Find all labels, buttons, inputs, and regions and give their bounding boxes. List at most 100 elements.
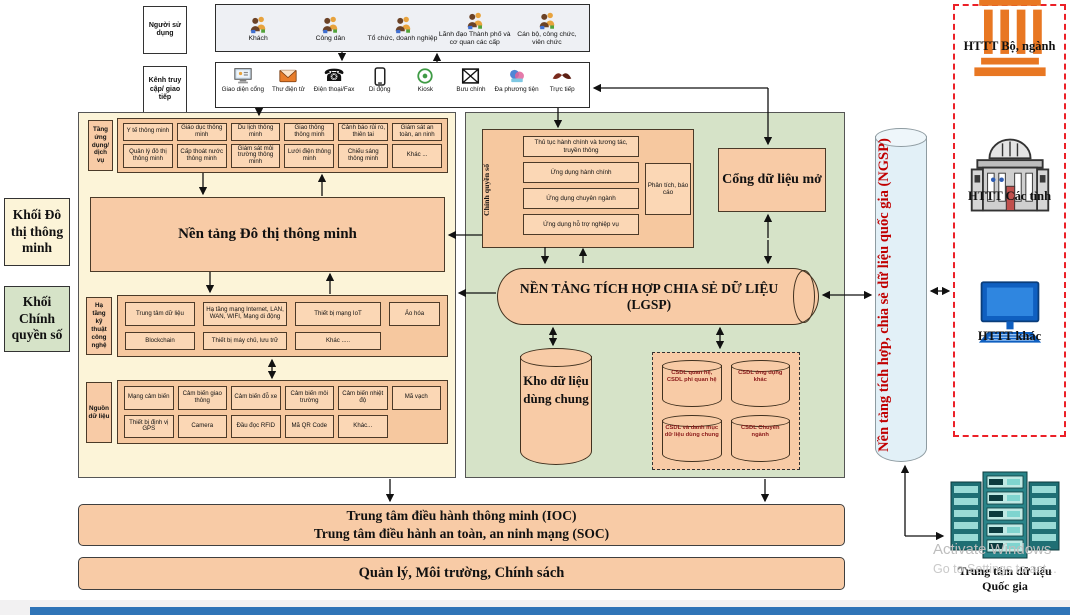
server-rack-icon — [949, 470, 1061, 562]
warehouse-label: Kho dữ liệu dùng chung — [523, 373, 589, 406]
external-system-item: HTTT Bộ, ngành — [955, 0, 1064, 77]
policy-line: Quản lý, Môi trường, Chính sách — [358, 565, 565, 581]
shared-data-warehouse-cylinder: Kho dữ liệu dùng chung — [520, 348, 592, 465]
cylinder-body — [875, 136, 927, 462]
gov-app-box: Ứng dụng hành chính — [523, 162, 639, 183]
user-group-item: Công dân — [294, 14, 366, 43]
open-data-portal-box: Cổng dữ liệu mở — [718, 148, 826, 212]
data-source-box: Cảm biến giao thông — [177, 386, 227, 410]
data-layer-label: Nguồn dữ liệu — [86, 382, 112, 443]
user-group-item: Tổ chức, doanh nghiệp — [366, 14, 438, 43]
app-layer-label: Tầng ứng dụng/ dịch vụ — [88, 120, 113, 171]
data-source-box: Đầu đọc RFID — [231, 414, 281, 438]
cylinder-top — [730, 415, 790, 427]
bank-icon — [971, 0, 1049, 77]
watermark-line2: Go to Settings to act... — [933, 562, 1057, 576]
app-service-box: Chiếu sáng thông minh — [338, 143, 389, 168]
lgsp-cylinder: NỀN TẢNG TÍCH HỢP CHIA SẺ DỮ LIỆU (LGSP) — [497, 268, 819, 325]
csdl-cylinder: CSDL ứng dụng khác — [730, 360, 790, 407]
bottom-blue-strip — [30, 607, 1070, 615]
data-source-box: Khác... — [338, 414, 388, 438]
people-group-icon — [392, 14, 414, 34]
channels-rail-label: Kênh truy cập/ giao tiếp — [143, 66, 187, 114]
digital-gov-apps: Thủ tục hành chính và tương tác, truyền … — [523, 136, 639, 235]
cylinder-body — [662, 365, 722, 407]
channel-label: Thư điện tử — [271, 86, 305, 93]
channel-label: Giao diện cổng — [221, 86, 264, 93]
channel-item: Di động — [357, 66, 403, 94]
gov-app-box: Ứng dụng hỗ trợ nghiệp vụ — [523, 214, 639, 235]
csdl-cylinder: CSDL và danh mục dữ liệu dùng chung — [662, 415, 722, 462]
data-source-box: Cảm biến môi trường — [284, 386, 334, 410]
channel-item: Kiosk — [403, 66, 449, 94]
policy-bar: Quản lý, Môi trường, Chính sách — [78, 557, 845, 590]
channel-label: Điện thoại/Fax — [313, 86, 355, 93]
ioc-line: Trung tâm điều hành thông minh (IOC) — [346, 507, 577, 523]
data-source-box: Cảm biến nhiệt độ — [338, 386, 388, 410]
csdl-cylinder: CSDL quan hệ, CSDL phi quan hệ — [662, 360, 722, 407]
cylinder-top — [875, 128, 927, 147]
in-person-icon — [551, 66, 573, 86]
data-source-box: Thiết bị định vị GPS — [124, 414, 174, 438]
ngsp-label: Nền tảng tích hợp, chia sẻ dữ liệu quốc … — [876, 138, 892, 452]
watermark-line1: Activate Windows — [933, 541, 1052, 558]
government-building-icon — [968, 138, 1052, 212]
data-source-box: Mã vạch — [391, 386, 441, 410]
infra-box: Hạ tầng mạng Internet, LAN, WAN, WIFI, M… — [203, 302, 287, 327]
digital-gov-vertical-label: Chính quyền số — [482, 164, 491, 217]
gov-app-box: Thủ tục hành chính và tương tác, truyền … — [523, 136, 639, 157]
gov-app-box: Ứng dụng chuyên ngành — [523, 188, 639, 209]
national-dc-label: Trung tâm dữ liệu Quốc gia — [958, 564, 1052, 593]
app-service-box: Y tế thông minh — [123, 123, 173, 141]
users-rail-label: Người sử dụng — [143, 6, 187, 54]
infra-box: Blockchain — [125, 332, 195, 350]
channel-label: Đa phương tiện — [494, 86, 539, 93]
computer-icon — [970, 281, 1050, 343]
cylinder-top — [662, 415, 722, 427]
multimedia-icon — [507, 66, 527, 86]
app-service-box: Giáo dục thông minh — [176, 123, 227, 141]
external-system-label: HTTT khác — [977, 329, 1042, 343]
cylinder-body — [730, 420, 790, 462]
people-group-icon — [536, 10, 558, 30]
data-source-box: Cảm biến đỗ xe — [231, 386, 281, 410]
ioc-soc-bar: Trung tâm điều hành thông minh (IOC) Tru… — [78, 504, 845, 546]
csdl-label: CSDL quan hệ, CSDL phi quan hệ — [666, 370, 717, 383]
channel-label: Di động — [368, 86, 391, 93]
user-group-label: Khách — [248, 34, 268, 42]
kiosk-icon — [416, 66, 434, 86]
app-service-box: Quản lý đô thị thông minh — [123, 143, 173, 168]
people-group-icon — [319, 14, 341, 34]
user-group-item: Cán bộ, công chức, viên chức — [511, 10, 583, 47]
channel-item: ☎Điện thoại/Fax — [311, 66, 357, 94]
user-group-label: Cán bộ, công chức, viên chức — [517, 30, 577, 46]
channel-item: Thư điện tử — [266, 66, 312, 94]
cylinder-body — [730, 365, 790, 407]
cylinder-body — [662, 420, 722, 462]
channel-item: Trực tiếp — [539, 66, 585, 94]
cylinder-top — [520, 348, 592, 367]
cylinder-top — [730, 360, 790, 372]
user-group-label: Tổ chức, doanh nghiệp — [367, 34, 438, 42]
app-service-box: Lưới điện thông minh — [284, 143, 335, 168]
external-system-item: HTTT Các tỉnh — [955, 138, 1064, 212]
lgsp-label: NỀN TẢNG TÍCH HỢP CHIA SẺ DỮ LIỆU (LGSP) — [519, 280, 779, 312]
soc-line: Trung tâm điều hành an toàn, an ninh mạn… — [313, 526, 610, 541]
csdl-label: CSDL ứng dụng khác — [738, 370, 783, 383]
channel-label: Bưu chính — [456, 86, 486, 93]
cylinder-cap — [793, 270, 815, 323]
key-digital-gov-block: Khối Chính quyền số — [4, 286, 70, 352]
app-service-box: Cấp thoát nước thông minh — [176, 143, 227, 168]
csdl-label: CSDL Chuyên ngành — [740, 425, 780, 438]
external-system-item: HTTT khác — [955, 281, 1064, 344]
data-source-box: Mã QR Code — [284, 414, 334, 438]
email-icon — [278, 66, 298, 86]
channel-label: Trực tiếp — [549, 86, 575, 93]
infra-box: Trung tâm dữ liệu — [125, 302, 195, 327]
channel-item: Đa phương tiện — [494, 66, 540, 94]
portal-icon — [233, 66, 253, 86]
digital-gov-box: Chính quyền số Thủ tục hành chính và tươ… — [482, 129, 694, 248]
